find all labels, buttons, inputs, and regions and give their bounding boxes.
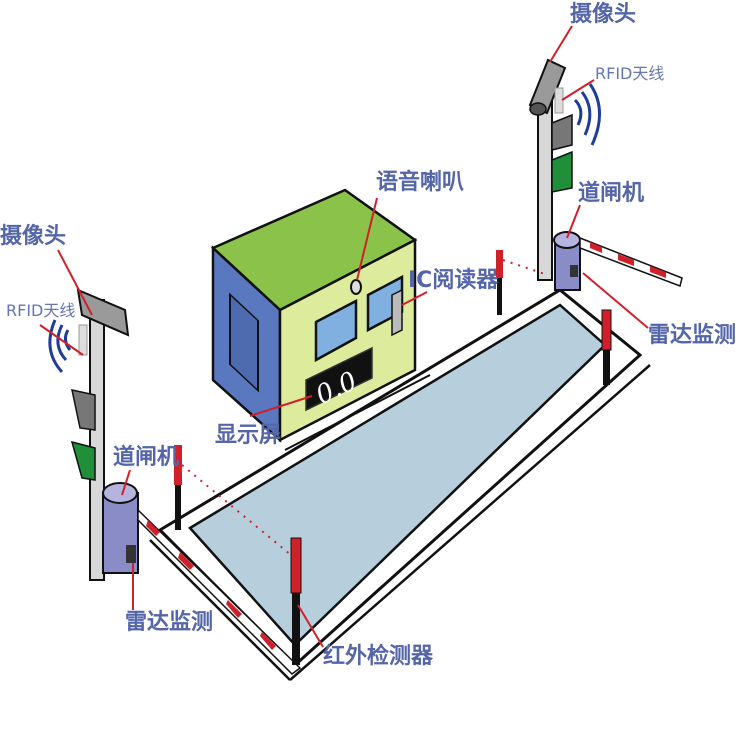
right-pole-assembly	[528, 58, 683, 291]
infrared-post-right-near	[496, 250, 503, 315]
leader-lines	[39, 25, 649, 648]
label-camera-left: 摄像头	[0, 224, 67, 249]
ic-reader-icon	[391, 288, 403, 337]
barrier-gate-right	[553, 231, 683, 291]
label-radar-right: 雷达监测	[648, 323, 737, 348]
speaker-icon	[350, 279, 362, 295]
label-infrared: 红外检测器	[323, 644, 434, 669]
label-speaker: 语音喇叭	[376, 170, 465, 195]
barrier-gate-left	[102, 482, 302, 675]
label-radar-left: 雷达监测	[125, 610, 214, 635]
label-gate-right: 道闸机	[578, 181, 645, 206]
display-screen	[305, 346, 373, 412]
label-gate-left: 道闸机	[113, 445, 180, 470]
left-pole-assembly	[48, 288, 302, 675]
label-rfid-left: RFID天线	[6, 301, 76, 320]
label-ic-reader: IC阅读器	[408, 268, 499, 293]
rfid-antenna-right	[554, 87, 564, 114]
traffic-light-right	[551, 113, 573, 193]
control-booth: 0.0	[210, 188, 431, 451]
label-camera-right: 摄像头	[570, 2, 637, 27]
antenna-wave-icon	[48, 319, 72, 374]
rfid-antenna-left	[78, 324, 88, 356]
radar-sensor-right	[570, 265, 578, 277]
traffic-light-left	[70, 389, 96, 481]
camera-right	[528, 58, 567, 116]
antenna-wave-icon	[573, 83, 602, 146]
radar-sensor-left	[126, 545, 136, 563]
label-rfid-right: RFID天线	[595, 64, 665, 83]
infrared-post-right-far	[601, 309, 612, 385]
infrared-post-left-far	[174, 445, 182, 530]
camera-left	[76, 288, 130, 337]
infrared-post-left-near	[290, 537, 302, 665]
label-display: 显示屏	[215, 423, 282, 448]
